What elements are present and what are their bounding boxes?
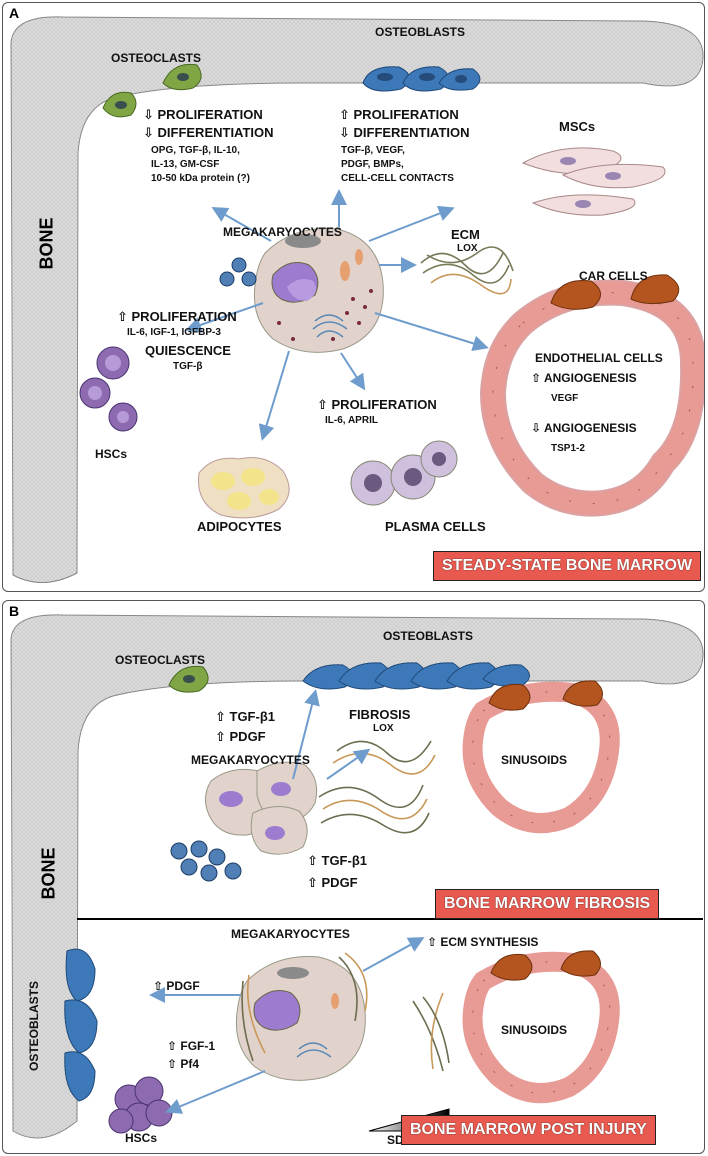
osteoblast-factor-3: CELL-CELL CONTACTS <box>341 173 454 184</box>
ecm-label: ECM <box>451 227 480 242</box>
ecm-fibers <box>420 246 514 295</box>
hsc-cells <box>79 346 138 432</box>
panel-letter: A <box>9 5 20 21</box>
msc-label: MSCs <box>559 119 596 134</box>
plasma-cells-label: PLASMA CELLS <box>385 519 486 534</box>
steady-state-banner: STEADY-STATE BONE MARROW <box>433 551 702 581</box>
car-cell <box>562 680 603 707</box>
sinusoid-vessel <box>479 279 704 517</box>
osteoblast-cluster <box>362 66 481 92</box>
osteoclast-nucleus <box>115 101 127 109</box>
osteoblast-differentiation: ⇩ DIFFERENTIATION <box>339 125 470 140</box>
car-cell <box>550 279 601 310</box>
osteoblasts-label: OSTEOBLASTS <box>375 25 466 39</box>
ecm-synthesis-label: ⇧ ECM SYNTHESIS <box>427 935 539 949</box>
hsc-factor-2: TGF-β <box>173 361 203 372</box>
bone-shape <box>10 16 704 584</box>
adipocytes-label: ADIPOCYTES <box>197 519 282 534</box>
panel-letter: B <box>9 603 20 619</box>
hsc-proliferation: ⇧ PROLIFERATION <box>117 309 237 324</box>
osteoblasts-label: OSTEOBLASTS <box>383 629 474 643</box>
osteoclast-factor-3: 10-50 kDa protein (?) <box>151 173 250 184</box>
tgf-beta1-lower-label: ⇧ TGF-β1 <box>307 853 367 868</box>
osteoclast-factor-2: IL-13, GM-CSF <box>151 159 220 170</box>
post-injury-banner: BONE MARROW POST INJURY <box>401 1115 656 1145</box>
sinusoids-label: SINUSOIDS <box>501 753 568 767</box>
tpo-molecules <box>219 257 257 287</box>
osteoblast-proliferation: ⇧ PROLIFERATION <box>339 107 459 122</box>
osteoclast-differentiation: ⇩ DIFFERENTIATION <box>143 125 274 140</box>
plasma-factor-1: IL-6, APRIL <box>325 415 378 426</box>
osteoclast-nucleus <box>177 73 189 81</box>
tgf-beta1-label: ⇧ TGF-β1 <box>215 709 275 724</box>
megakaryocyte-cluster <box>205 761 318 855</box>
tsp-label: TSP1-2 <box>551 443 585 454</box>
signal-arrows <box>149 689 425 1114</box>
hsc-cells-lower <box>108 1076 173 1134</box>
panel-b-illustration <box>10 614 704 1139</box>
pdgf-hsc-label: ⇧ PDGF <box>153 979 200 993</box>
adipocyte-cluster <box>197 457 290 519</box>
car-cell <box>560 950 601 977</box>
msc-cells <box>521 147 666 216</box>
osteoclast-proliferation: ⇩ PROLIFERATION <box>143 107 263 122</box>
megakaryocytes-label: MEGAKARYOCYTES <box>191 753 310 767</box>
hscs-label: HSCs <box>95 447 128 461</box>
panel-a-illustration <box>10 16 704 584</box>
endothelial-cells-label: ENDOTHELIAL CELLS <box>535 351 663 365</box>
plasma-proliferation: ⇧ PROLIFERATION <box>317 397 437 412</box>
fibrosis-label: FIBROSIS <box>349 707 411 722</box>
osteoclasts-label: OSTEOCLASTS <box>111 51 202 65</box>
pf4-label: ⇧ Pf4 <box>167 1057 200 1071</box>
signal-arrows <box>185 189 489 441</box>
megakaryocytes-label: MEGAKARYOCYTES <box>223 225 342 239</box>
car-cell <box>630 274 680 305</box>
lox-label: LOX <box>457 243 478 254</box>
pdgf-lower-label: ⇧ PDGF <box>307 875 358 890</box>
car-cell <box>488 683 531 711</box>
bone-label: BONE <box>38 847 59 900</box>
pdgf-label: ⇧ PDGF <box>215 729 266 744</box>
car-cells-label: CAR CELLS <box>579 269 648 283</box>
osteoblast-layer <box>302 662 530 690</box>
fibrosis-fibers <box>318 740 436 834</box>
angiogenesis-up-label: ⇧ ANGIOGENESIS <box>531 371 637 385</box>
hscs-lower-label: HSCs <box>125 1131 158 1145</box>
osteoclasts-label: OSTEOCLASTS <box>115 653 206 667</box>
vegf-label: VEGF <box>551 393 579 404</box>
bone-label: BONE <box>36 217 57 270</box>
osteoblast-factor-2: PDGF, BMPs, <box>341 159 404 170</box>
tpo-molecules <box>170 840 242 882</box>
lox-label: LOX <box>373 723 394 734</box>
megakaryocytes-lower-label: MEGAKARYOCYTES <box>231 927 350 941</box>
hsc-factor-1: IL-6, IGF-1, IGFBP-3 <box>127 327 221 338</box>
side-osteoblast-cluster <box>64 948 98 1102</box>
fgf-label: ⇧ FGF-1 <box>167 1039 216 1053</box>
megakaryocyte-cell-lower <box>235 956 366 1081</box>
car-cell <box>490 953 533 981</box>
panel-a: A <box>2 2 705 592</box>
side-osteoblasts-label: OSTEOBLASTS <box>27 980 42 1072</box>
bone-shape <box>10 614 704 1139</box>
plasma-cells <box>350 440 458 506</box>
ecm-fibers-lower <box>241 952 450 1072</box>
osteoblast-factor-1: TGF-β, VEGF, <box>341 145 405 156</box>
angiogenesis-down-label: ⇩ ANGIOGENESIS <box>531 421 637 435</box>
osteoclast-factor-1: OPG, TGF-β, IL-10, <box>151 145 240 156</box>
fibrosis-banner: BONE MARROW FIBROSIS <box>435 889 660 919</box>
sinusoids-lower-label: SINUSOIDS <box>501 1023 568 1037</box>
panel-b: B <box>2 600 705 1154</box>
megakaryocyte-cell <box>253 228 384 353</box>
quiescence-label: QUIESCENCE <box>145 343 231 358</box>
osteoclast-nucleus <box>183 675 195 683</box>
